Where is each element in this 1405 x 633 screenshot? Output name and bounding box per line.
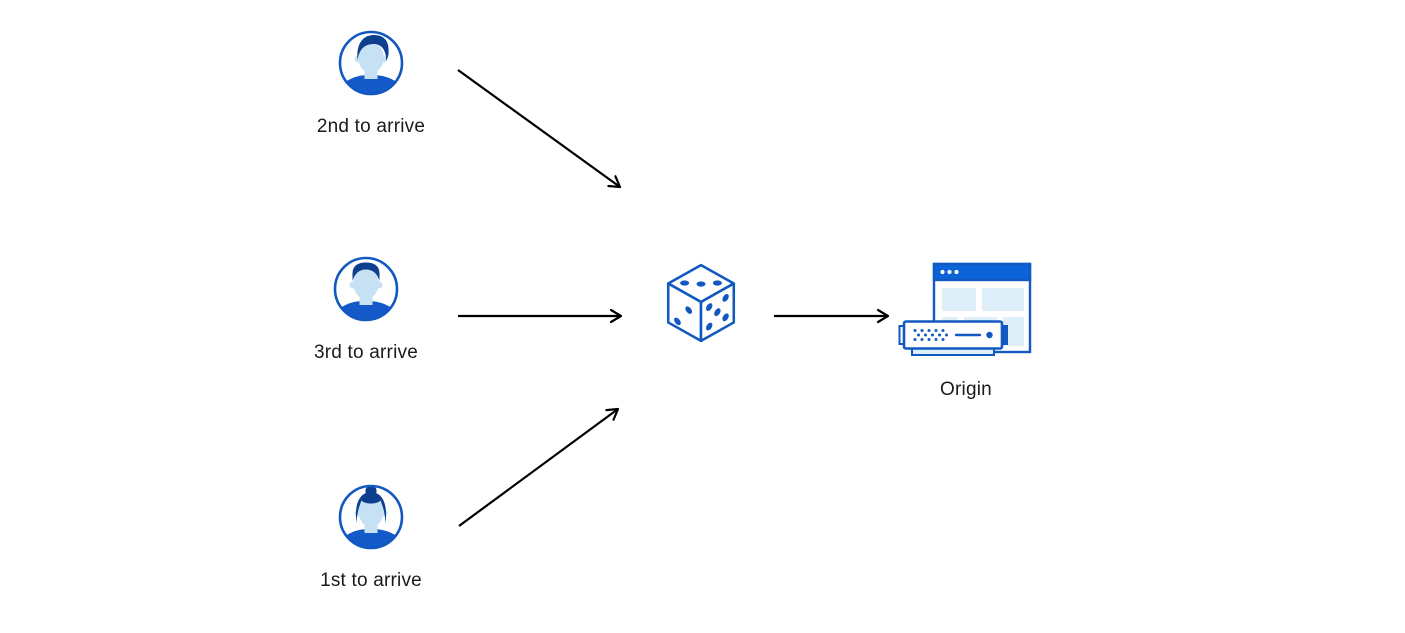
man-short-hair-avatar-icon: [333, 256, 399, 322]
arrow-user2nd-to-dice: [457, 69, 622, 189]
randomizer-node: [664, 262, 738, 346]
user-node-2nd: 2nd to arrive: [291, 29, 451, 138]
dice-icon: [666, 263, 736, 343]
origin-browser-server-icon: [898, 262, 1032, 356]
user-label-2nd: 2nd to arrive: [316, 116, 426, 137]
server-vent-dots: [913, 329, 948, 341]
woman-avatar-icon: [338, 484, 404, 550]
user-node-1st: 1st to arrive: [291, 483, 451, 592]
man-avatar-icon: [338, 30, 404, 96]
arrow-user1st-to-dice: [458, 407, 620, 527]
user-label-1st: 1st to arrive: [320, 570, 422, 591]
user-node-3rd: 3rd to arrive: [286, 255, 446, 364]
user-label-3rd: 3rd to arrive: [314, 342, 418, 363]
origin-label: Origin: [940, 379, 992, 400]
origin-node: Origin: [886, 258, 1046, 401]
